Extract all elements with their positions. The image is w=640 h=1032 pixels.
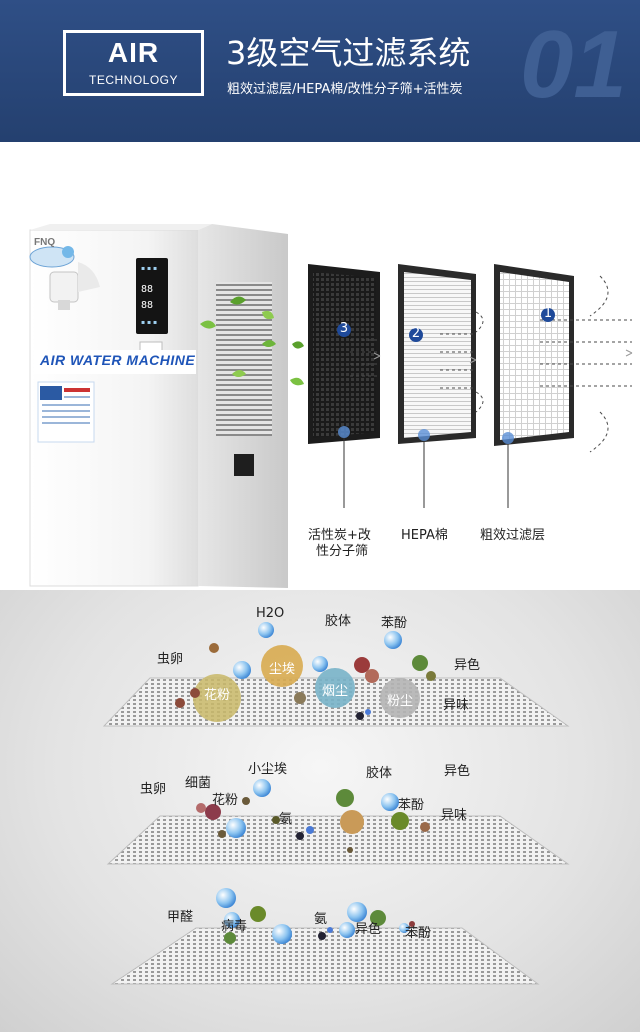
layer2-phenol-label: 苯酚 (398, 798, 425, 813)
svg-text:▪ ▪ ▪: ▪ ▪ ▪ (141, 319, 157, 326)
dust-bubble: 尘埃 (268, 662, 295, 677)
layer1-h2o-label: H2O (256, 606, 285, 621)
svg-text:88: 88 (141, 284, 153, 295)
layer2-bacteria-label: 细菌 (185, 776, 212, 791)
badge-subtitle: TECHNOLOGY (88, 73, 178, 87)
mesh-layer-3 (110, 927, 540, 985)
product-section: ▪ ▪ ▪ 88 88 ▪ ▪ ▪ (0, 142, 640, 590)
layer3-virus-label: 病毒 (221, 919, 248, 934)
layer2-ammonia-label: 氨 (279, 812, 293, 827)
layer1-discolor-label: 异色 (454, 658, 481, 673)
filtration-layers-section: H2O 胶体 苯酚 虫卵 异色 异味 花粉 尘埃 烟尘 粉尘 小尘埃 胶体 异色… (0, 590, 640, 1032)
layer3-formaldehyde-label: 甲醛 (167, 910, 194, 925)
filter-1-caption: 粗效过滤层 (480, 528, 546, 543)
layer1-phenol-label: 苯酚 (381, 616, 408, 631)
svg-text:88: 88 (141, 300, 153, 311)
layer2-small-dust-label: 小尘埃 (248, 762, 288, 777)
filter-2-caption: HEPA棉 (401, 528, 448, 543)
display-panel (136, 258, 168, 334)
layer2-colloid-label: 胶体 (366, 766, 393, 781)
section-number: 01 (520, 11, 627, 118)
filtration-illustration (102, 622, 570, 985)
layer3-phenol-label: 苯酚 (405, 926, 432, 941)
header-banner: AIR TECHNOLOGY 3级空气过滤系统 粗效过滤层/HEPA棉/改性分子… (0, 0, 640, 142)
handle-slot (234, 454, 254, 476)
filter-3-caption-line2: 性分子筛 (316, 544, 369, 559)
layer1-colloid-label: 胶体 (325, 614, 352, 629)
layer3-discolor-label: 异色 (355, 922, 382, 937)
layer3-ammonia-label: 氨 (314, 912, 328, 927)
machine-label: AIR WATER MACHINE (40, 352, 196, 368)
layer1-eggs-label: 虫卵 (157, 652, 184, 667)
filter-2-badge (409, 328, 423, 342)
filter-3-badge (337, 323, 351, 337)
svg-text:▪ ▪ ▪: ▪ ▪ ▪ (141, 265, 157, 272)
layer2-discolor-label: 异色 (444, 764, 471, 779)
filter-1-badge (541, 308, 555, 322)
product-illustration: ▪ ▪ ▪ 88 88 ▪ ▪ ▪ (29, 224, 633, 588)
filter-2-number: 2 (411, 326, 421, 341)
filter-3-caption-line1: 活性炭+改 (308, 528, 371, 543)
smoke-bubble: 烟尘 (321, 684, 348, 699)
mesh-layer-2 (106, 815, 570, 865)
layer1-odor-label: 异味 (443, 698, 470, 713)
badge-title: AIR (107, 37, 160, 68)
brand-logo: FNQ (34, 237, 56, 248)
pollen-bubble: 花粉 (203, 688, 230, 703)
powder-bubble: 粉尘 (386, 694, 413, 709)
air-technology-badge: AIR TECHNOLOGY (63, 30, 204, 96)
filter-1-number: 1 (543, 306, 553, 321)
page-subtitle: 粗效过滤层/HEPA棉/改性分子筛+活性炭 (227, 82, 463, 97)
layer2-eggs-label: 虫卵 (140, 782, 167, 797)
layer2-pollen-label: 花粉 (212, 793, 239, 808)
page-title: 3级空气过滤系统 (226, 34, 471, 72)
filter-3-number: 3 (339, 321, 349, 336)
layer2-odor-label: 异味 (441, 808, 468, 823)
